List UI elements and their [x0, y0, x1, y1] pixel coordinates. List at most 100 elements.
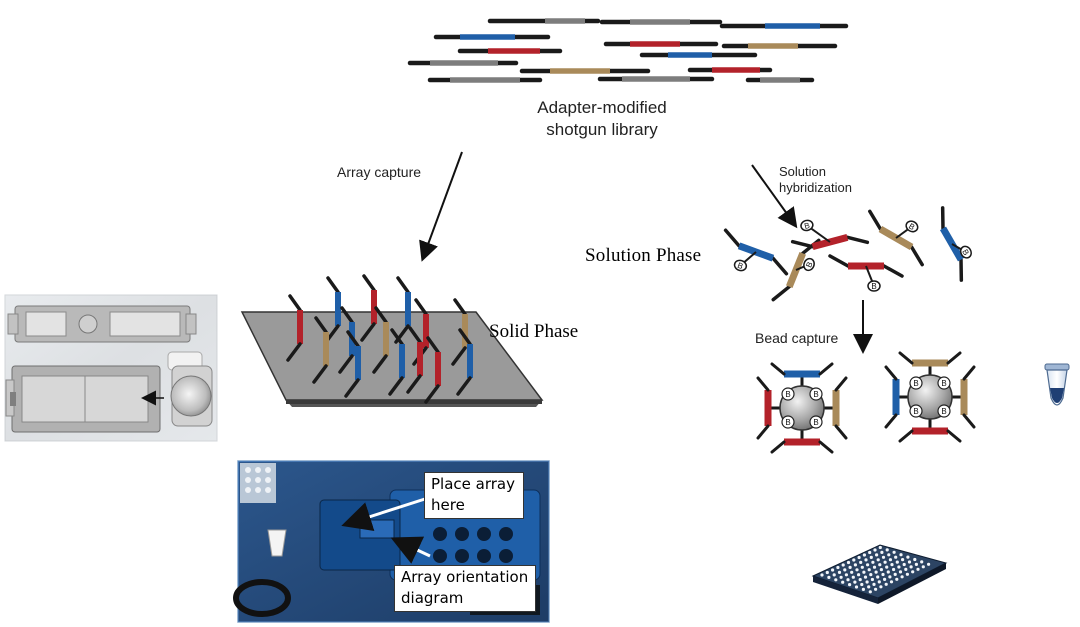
plate-well [884, 582, 888, 586]
plate-well [909, 565, 913, 569]
place-array-callout: Place array here [424, 472, 524, 519]
plate-well [857, 573, 861, 577]
plate-well [839, 575, 843, 579]
plate-well [883, 560, 887, 564]
plate-well [831, 568, 835, 572]
plate-well [869, 573, 873, 577]
plate-well [907, 560, 912, 564]
plate-well [870, 577, 875, 582]
plate-well [877, 580, 881, 584]
bead-biotin-label: B [813, 390, 818, 399]
biotin-label: B [907, 222, 916, 232]
bead-biotin-label: B [941, 407, 946, 416]
plate-well [879, 585, 883, 589]
plate-well [868, 550, 872, 555]
plate-well [855, 568, 859, 572]
plate-well [921, 565, 925, 569]
plate-well [902, 562, 906, 567]
plate-well [867, 585, 871, 589]
array-probes [286, 274, 473, 404]
bead-biotin-label: B [913, 407, 918, 416]
plate-well [876, 575, 880, 579]
plate-well [878, 563, 882, 567]
plate-well [853, 563, 858, 567]
plate-well [868, 590, 872, 594]
plate-well [843, 568, 847, 572]
plate-well [906, 555, 910, 559]
plate-well [844, 573, 849, 577]
plate-well [892, 550, 896, 554]
plate-well [914, 562, 919, 567]
microcentrifuge-tube-icon [1044, 363, 1070, 406]
solution-hyb-line1: Solution [779, 164, 826, 179]
plate-well [887, 553, 891, 557]
plate-well [893, 572, 897, 577]
array-probe [372, 306, 389, 374]
plate-well [867, 568, 871, 572]
array-probe [424, 336, 441, 404]
solution-probe: B [723, 228, 789, 276]
plate-well [859, 560, 863, 565]
plate-well [911, 570, 915, 574]
plate-well [864, 558, 868, 562]
plate-well [858, 578, 862, 582]
shotgun-library-fragments [407, 18, 849, 83]
array-probe [286, 294, 303, 362]
plate-well [874, 570, 878, 574]
solution-phase-label: Solution Phase [585, 245, 702, 266]
plate-well [885, 565, 889, 569]
array-orientation-callout: Array orientation diagram [394, 565, 536, 612]
plate-well [848, 565, 852, 570]
plate-well [892, 567, 896, 572]
place-array-line1: Place array [431, 475, 515, 493]
bead-biotin-label: B [785, 390, 790, 399]
plate-well [861, 587, 866, 592]
plate-well [894, 555, 898, 559]
plate-well [837, 570, 842, 575]
solution-probe: B [939, 206, 972, 282]
plate-well [889, 580, 894, 584]
plate-well [875, 553, 879, 557]
plate-well [881, 555, 886, 559]
plate-well [913, 557, 917, 562]
plate-well [881, 572, 885, 577]
plate-well [886, 570, 890, 574]
plate-well [883, 577, 887, 582]
biotin-label: B [804, 260, 814, 268]
plate-well [879, 568, 884, 572]
plate-well [869, 555, 873, 560]
biotin-label: B [871, 282, 876, 291]
plate-well [862, 553, 867, 557]
96-well-plate-icon [811, 544, 948, 604]
plate-well [872, 565, 877, 569]
array-probe [451, 298, 468, 366]
plate-well [860, 565, 864, 569]
array-probe [456, 328, 473, 396]
solid-phase-label: Solid Phase [489, 321, 579, 342]
plate-well [900, 575, 904, 579]
plate-well [897, 565, 901, 569]
biotin-label: B [960, 248, 970, 257]
array-probe [388, 328, 405, 396]
plate-well [876, 558, 880, 562]
array-orientation-line1: Array orientation [401, 568, 529, 586]
plate-well [873, 548, 877, 552]
array-holder-photo [4, 294, 218, 442]
plate-well [899, 553, 903, 557]
plate-well [832, 573, 836, 577]
biotin-label: B [736, 261, 744, 271]
array-capture-arrow [419, 151, 463, 262]
solution-probe: B [771, 238, 821, 302]
bead-biotin-label: B [941, 379, 946, 388]
plate-well [841, 580, 845, 584]
plate-well [825, 570, 829, 575]
plate-well [852, 558, 856, 562]
plate-well [890, 563, 894, 567]
plate-well [895, 577, 899, 581]
solution-hyb-line2: hybridization [779, 180, 852, 195]
bead-capture-label: Bead capture [755, 330, 839, 346]
plate-well [888, 558, 893, 562]
library-caption-line2: shotgun library [546, 120, 658, 139]
